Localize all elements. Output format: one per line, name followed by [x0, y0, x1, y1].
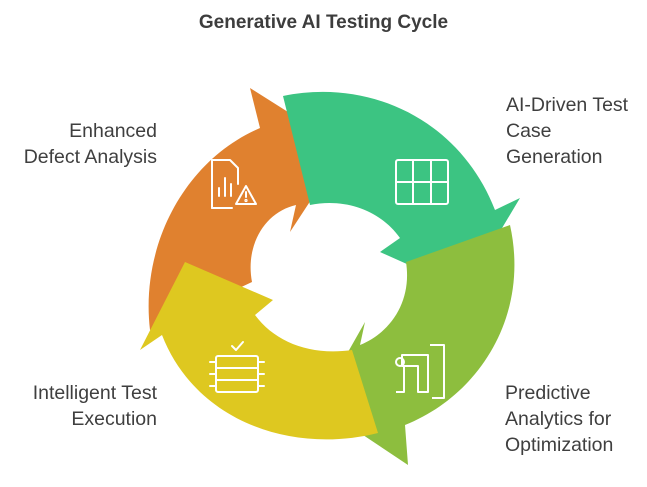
label-line: Enhanced	[69, 120, 157, 142]
label-line: Execution	[71, 408, 157, 430]
label-line: Generation	[506, 146, 603, 168]
label-predictive-analytics: Predictive Analytics for Optimization	[505, 380, 613, 458]
label-enhanced-defect-analysis: Enhanced Defect Analysis	[24, 118, 157, 170]
segment-ai-driven-test-case-generation	[283, 91, 520, 290]
label-intelligent-test-execution: Intelligent Test Execution	[33, 380, 157, 432]
report-warning-icon	[211, 159, 257, 209]
label-line: Intelligent Test	[32, 382, 157, 404]
label-ai-driven-test-case-generation: AI-Driven Test Case Generation	[506, 92, 628, 170]
label-line: AI-Driven Test	[506, 94, 629, 116]
server-check-icon	[209, 341, 265, 393]
label-line: Optimization	[505, 434, 614, 456]
grid-table-icon	[395, 159, 449, 205]
segment-intelligent-test-execution	[140, 262, 378, 440]
diagram-title: Generative AI Testing Cycle	[198, 12, 449, 33]
label-line: Analytics for	[505, 408, 612, 430]
label-line: Case	[506, 120, 552, 142]
label-line: Predictive	[505, 382, 591, 404]
label-line: Defect Analysis	[23, 146, 157, 168]
flow-route-icon	[395, 344, 445, 399]
